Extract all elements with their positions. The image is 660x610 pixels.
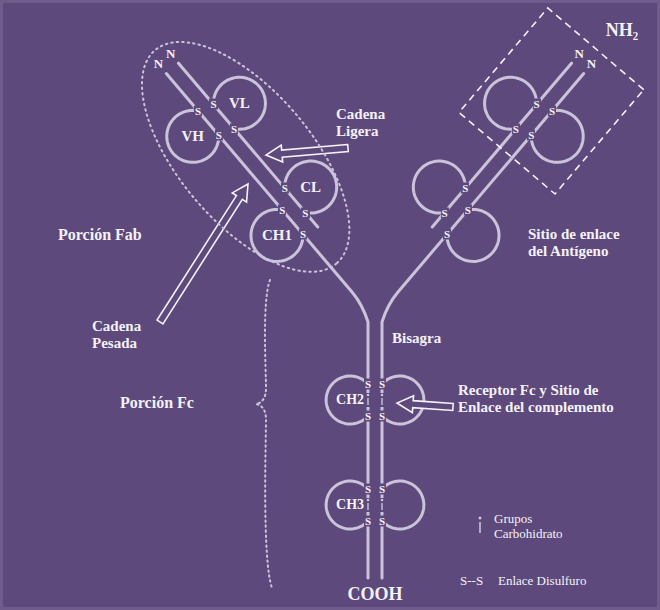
region-label: Porción Fab [58,226,142,244]
domain-loop [447,209,499,261]
light-chain [178,63,317,227]
background-panel [3,3,657,607]
domain-label: CH3 [336,497,364,513]
disulfide-label: S [230,123,238,134]
heavy-chain [166,74,368,578]
pointer-arrow [157,184,248,324]
domain-loop [251,209,303,261]
pointer-arrow [266,145,348,163]
legend-text: Grupos Carbohidrato [494,512,594,541]
region-label: Receptor Fc y Sitio de Enlace del comple… [458,382,643,416]
domain-loop [167,110,219,162]
chain-label: Cadena Pesada [92,318,162,352]
disulfide-label: S [378,411,386,422]
terminus-label: N [575,47,584,62]
disulfide-label: S [299,229,307,240]
domain-label: CH1 [262,227,292,244]
fab-outline [104,8,386,307]
carbohydrate-mark [378,498,386,512]
disulfide-label: S [464,204,472,215]
pointer-arrow [397,396,453,413]
heavy-chain [382,74,584,578]
antigen-site-outline [459,8,644,194]
light-chain [432,63,571,227]
carbohydrate-mark [364,498,372,512]
domain-loop [531,110,583,162]
disulfide-label: S [364,484,372,495]
region-label: Sitio de enlace del Antígeno [528,226,640,260]
terminus-label: NH₂ [606,20,638,40]
chain-label: Cadena Ligera [336,106,406,140]
legend-carbohydrate-symbol [479,517,482,534]
domain-loop [285,161,337,213]
disulfide-label: S [532,99,540,110]
domain-loop [213,77,265,129]
disulfide-label: S [301,207,309,218]
disulfide-label: S [378,516,386,527]
domain-loop [382,481,424,529]
region-label: Bisagra [392,330,441,347]
domain-label: VL [229,95,250,112]
terminus-label: N [587,57,596,72]
disulfide-label: S [364,379,372,390]
disulfide-label: S [194,105,202,116]
legend-text: Enlace Disulfuro [498,574,586,589]
disulfide-label: S [215,130,223,141]
disulfide-label: S [281,183,289,194]
terminus-label: COOH [347,584,402,604]
disulfide-label: S [209,99,217,110]
domain-loop [413,161,465,213]
fc-bracket [256,280,272,588]
domain-loop [326,481,368,529]
carbohydrate-mark [364,393,372,407]
legend-sample: S--S [460,574,483,589]
disulfide-label: S [441,207,449,218]
carbohydrate-mark [378,393,386,407]
terminus-label: N [166,47,175,62]
domain-loop [326,376,368,424]
terminus-label: N [154,57,163,72]
disulfide-label: S [278,204,286,215]
disulfide-label: S [443,229,451,240]
disulfide-label: S [512,123,520,134]
domain-loop [485,77,537,129]
region-shape [142,42,349,272]
domain-label: CH2 [336,392,364,408]
fab-region: Porción Fab [142,42,349,272]
disulfide-label: S [378,484,386,495]
domain-label: CL [300,179,321,196]
domain-label: VH [182,128,205,145]
disulfide-label: S [461,183,469,194]
region-label: Porción Fc [120,394,194,412]
disulfide-label: S [527,130,535,141]
disulfide-label: S [364,411,372,422]
disulfide-label: S [548,105,556,116]
disulfide-label: S [378,379,386,390]
disulfide-label: S [364,516,372,527]
